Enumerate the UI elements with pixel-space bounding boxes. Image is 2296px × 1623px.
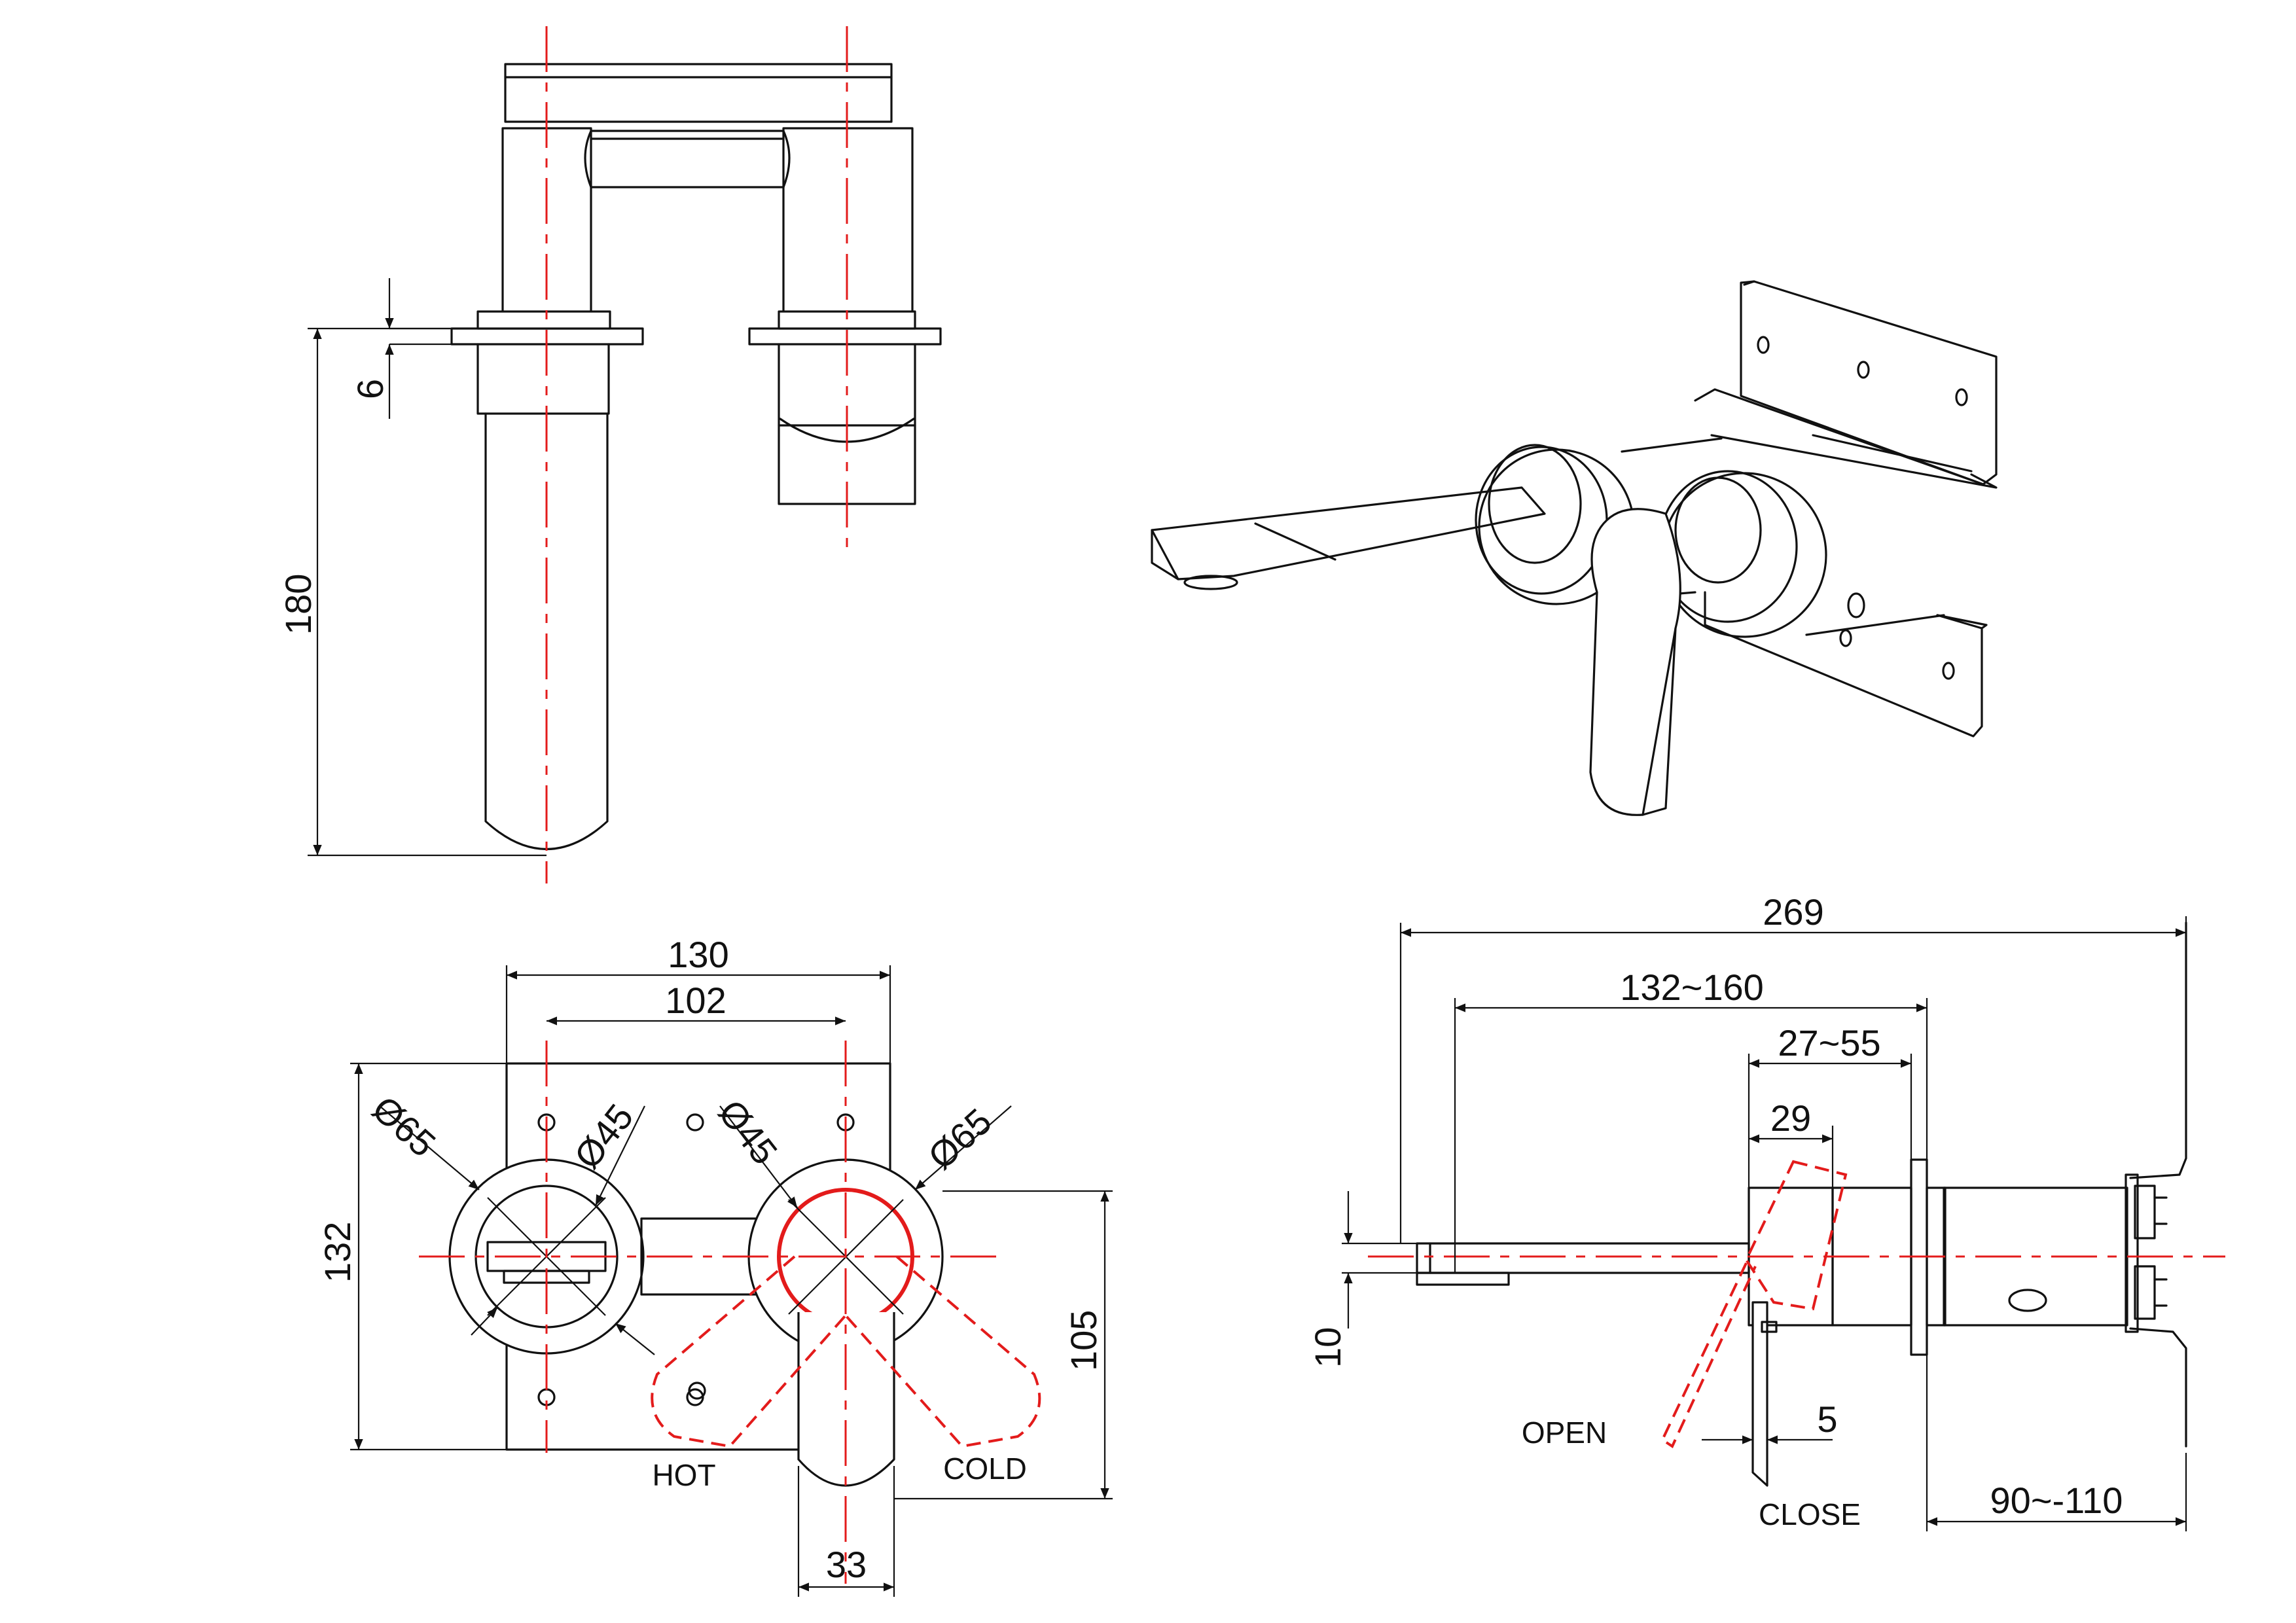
dim-side-height-label: 10 xyxy=(1307,1327,1348,1368)
dim-lever-label: 5 xyxy=(1817,1399,1837,1440)
label-cold: COLD xyxy=(943,1452,1027,1486)
lever-open-arm xyxy=(1660,1262,1757,1448)
dim-handle-rosette: Ø65 xyxy=(920,1100,999,1177)
dim-height-label: 180 xyxy=(278,574,319,635)
dim-adjust-label: 27~55 xyxy=(1778,1022,1880,1063)
handle-rosette xyxy=(1661,472,1827,638)
lever-close xyxy=(1751,1301,1768,1487)
dim-outlet-rosette: Ø65 xyxy=(365,1088,444,1165)
lever-open-head xyxy=(1744,1160,1848,1311)
top-plate xyxy=(504,63,893,123)
bracket-lower xyxy=(1704,614,1983,738)
lever-cold-position xyxy=(844,1255,1041,1448)
bracket-upper xyxy=(1740,280,1998,486)
label-hot: HOT xyxy=(652,1458,715,1492)
spout-body xyxy=(1621,437,1723,453)
label-close: CLOSE xyxy=(1759,1497,1861,1531)
dim-depth-label: 90~-110 xyxy=(1990,1480,2123,1521)
isometric-view xyxy=(1151,280,1998,816)
dim-wall-range-label: 132~160 xyxy=(1620,967,1764,1008)
connector-bar xyxy=(584,130,791,188)
spout-arm xyxy=(1151,486,1546,580)
lever-handle xyxy=(1589,508,1681,816)
plan-view: Ø65 Ø45 Ø45 Ø65 130 102 132 105 33 HOT C… xyxy=(317,934,1113,1597)
spout-collar xyxy=(476,343,610,415)
dim-width-label: 130 xyxy=(668,934,728,975)
front-view: 6 180 xyxy=(278,26,942,883)
label-open: OPEN xyxy=(1522,1416,1607,1450)
bracket-ledge xyxy=(1694,388,1984,486)
dim-lever-width-label: 33 xyxy=(826,1544,867,1585)
handle-body xyxy=(1812,434,1973,473)
side-spout xyxy=(1416,1242,1750,1274)
dim-body-label: 29 xyxy=(1770,1097,1811,1139)
wall-bracket xyxy=(2129,921,2187,1179)
dim-flange-label: 6 xyxy=(350,379,391,399)
dim-overall-label: 269 xyxy=(1763,891,1823,933)
spout xyxy=(484,412,609,851)
dim-drop-label: 105 xyxy=(1063,1310,1104,1371)
dim-handle-body: Ø45 xyxy=(711,1092,786,1172)
side-view: 269 132~160 27~55 29 10 5 90~-110 OPEN C… xyxy=(1307,891,2225,1531)
lever-hot-position xyxy=(651,1255,847,1448)
dim-plan-height-label: 132 xyxy=(317,1222,358,1283)
dim-centers-label: 102 xyxy=(665,980,726,1021)
right-flange xyxy=(748,327,942,346)
